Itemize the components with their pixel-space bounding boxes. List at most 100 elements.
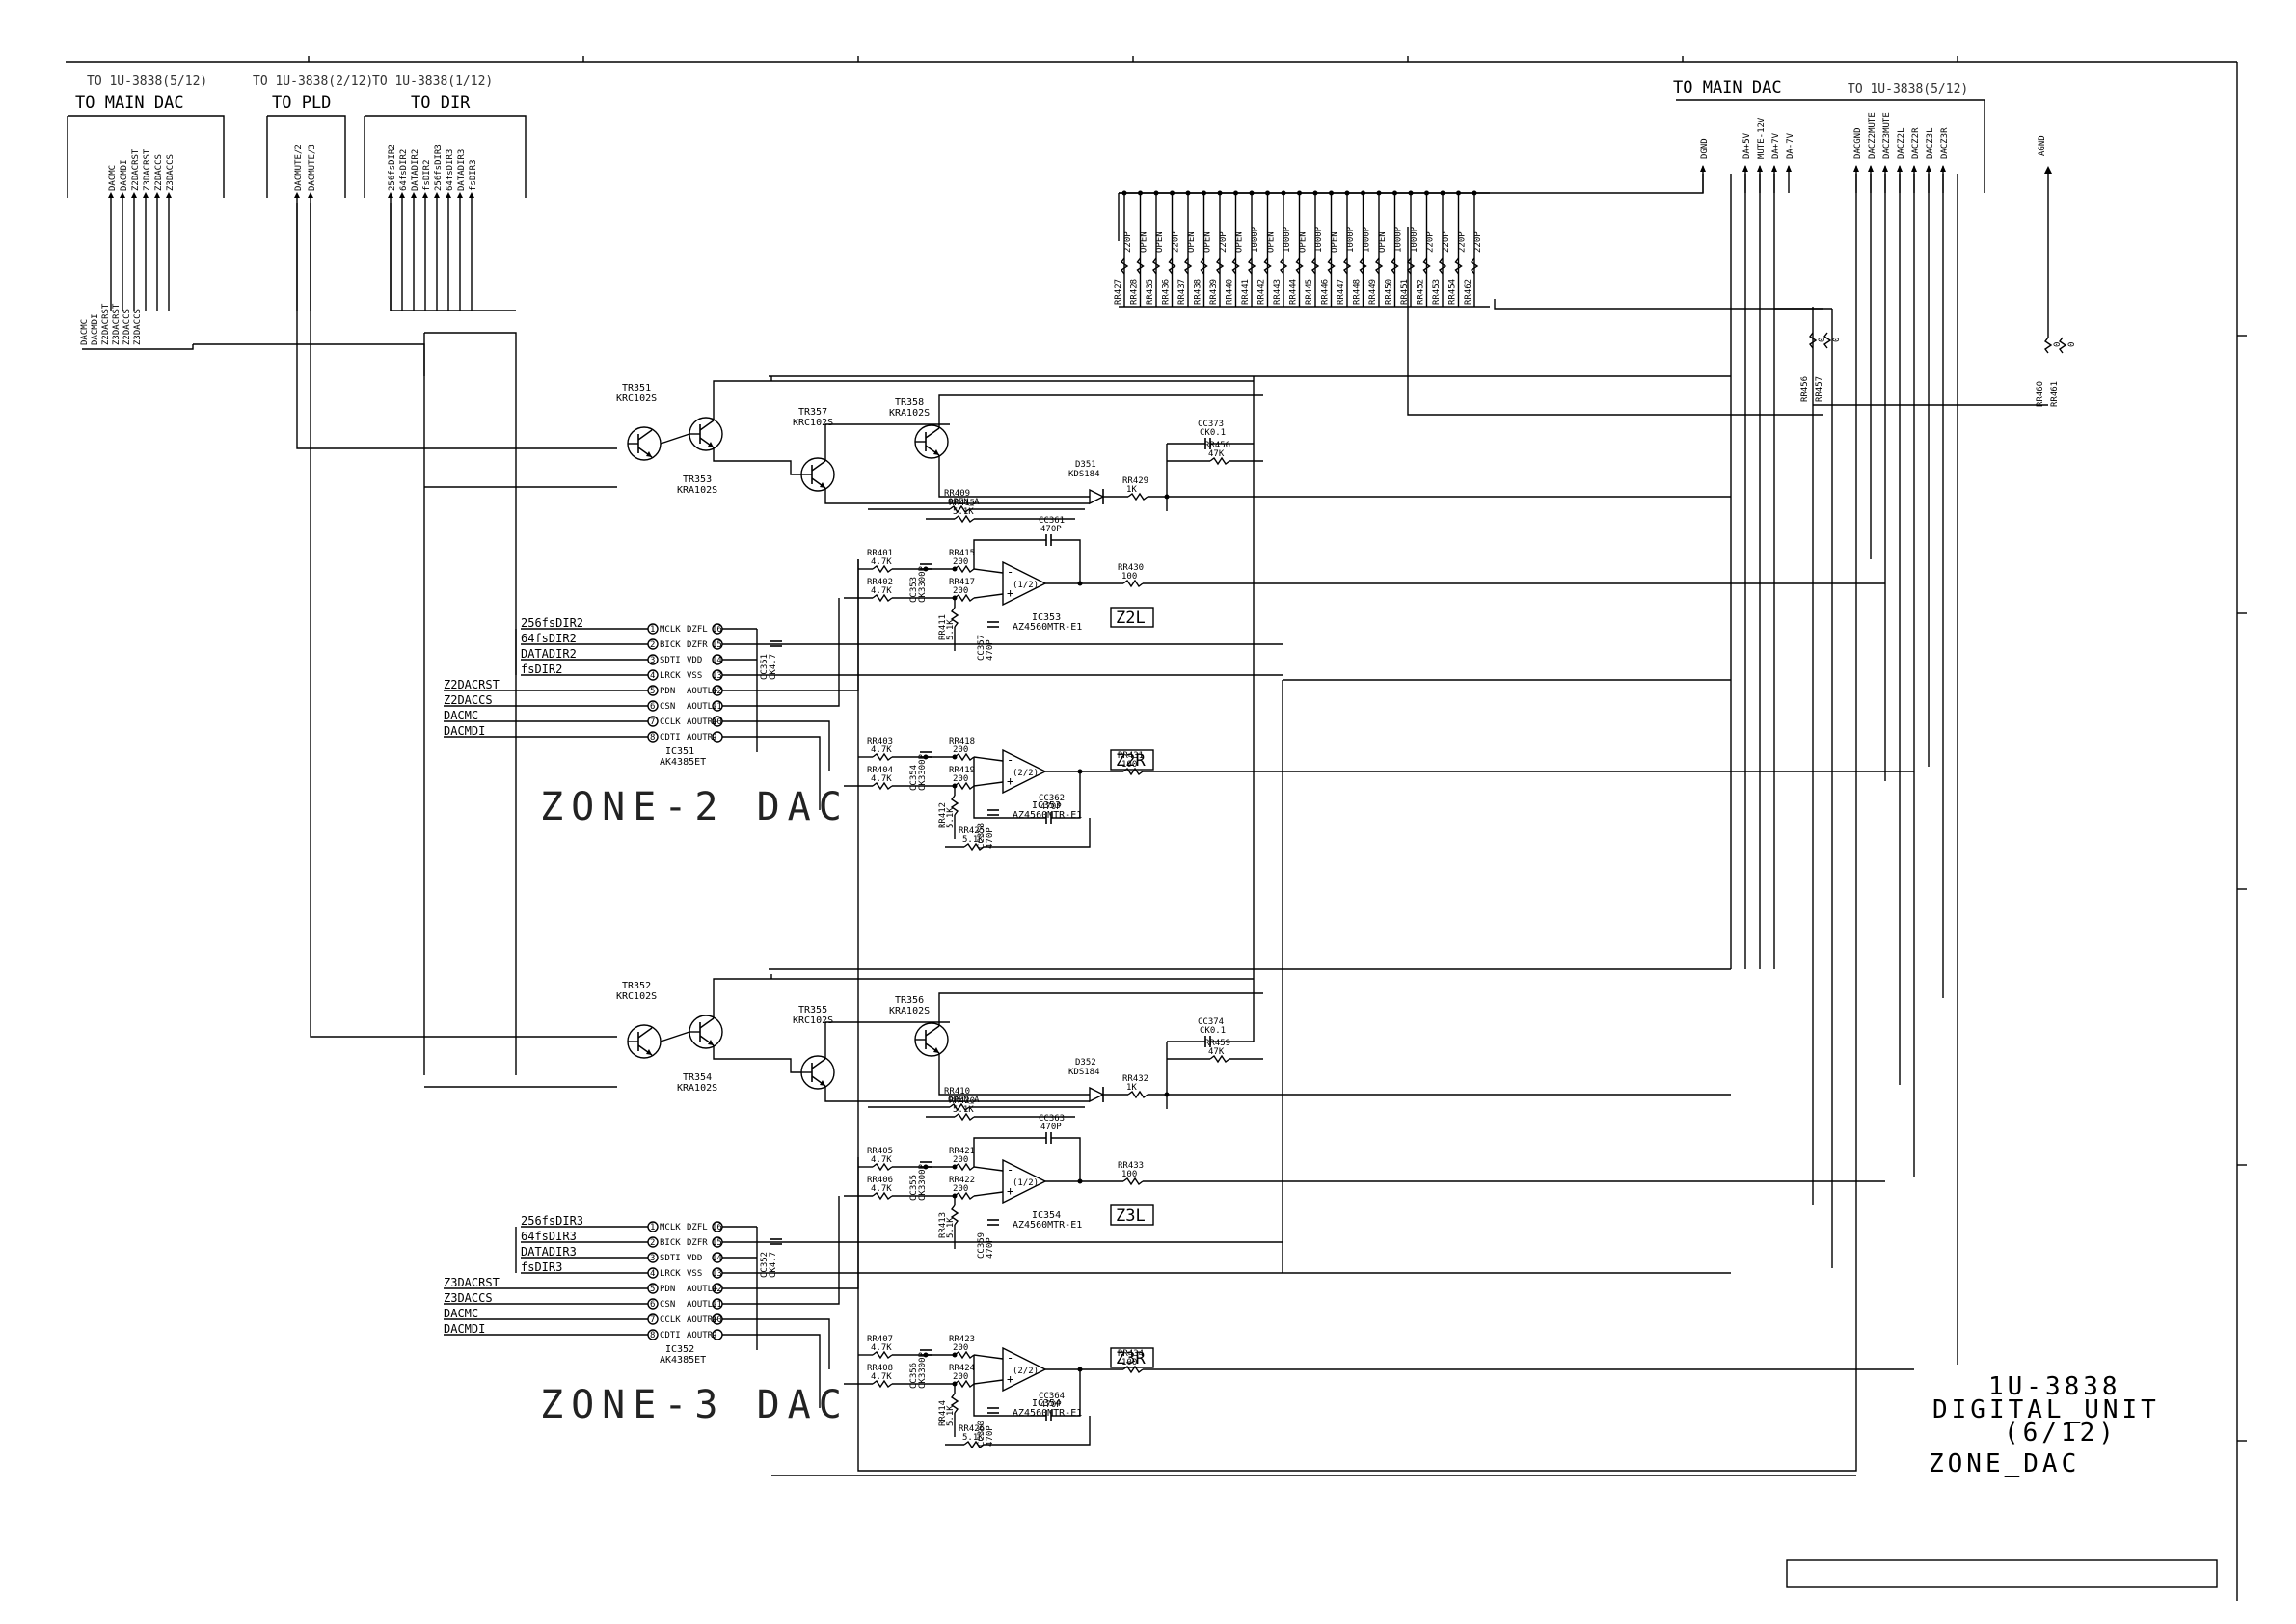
transistor-type: KRC102S <box>616 991 657 1002</box>
resistor-value: 0 <box>1818 338 1827 342</box>
passive-value: 1000P <box>1314 226 1324 253</box>
resistor-ref: RR456 <box>1204 441 1230 450</box>
header-title: TO DIR <box>411 94 471 113</box>
zone-2-dac: TR351KRC102STR353KRA102STR357KRC102STR35… <box>444 376 1914 852</box>
passive-value: 1000P <box>1394 226 1404 253</box>
pin-number: 8 <box>650 733 655 743</box>
wire <box>824 488 1090 504</box>
passive-ref: RR435 <box>1146 279 1155 305</box>
opamp-unit: (1/2) <box>1013 581 1039 590</box>
capacitor-ref: CC362 <box>1039 794 1065 803</box>
dac-input-label: fsDIR2 <box>521 663 562 676</box>
capacitor-value: CK4.7 <box>769 1252 778 1278</box>
resistor-value: 5.1K <box>946 1405 956 1426</box>
passive-ref: RR427 <box>1114 279 1123 305</box>
header-signal-label: Z3DACCS <box>166 154 176 191</box>
opamp-type: AZ4560MTR-E1 <box>1013 1408 1082 1419</box>
pin-name: DZFR <box>687 640 708 650</box>
capacitor-ref: CC357 <box>977 635 986 661</box>
pin-name: AOUTL- <box>687 702 718 712</box>
passive-ref: RR447 <box>1337 279 1346 305</box>
capacitor-ref: CC360 <box>977 1421 986 1447</box>
opamp: -+(2/2) <box>1002 1346 1047 1393</box>
channel-badge <box>1110 749 1154 771</box>
passive-ref: RR445 <box>1305 279 1314 305</box>
passive-symbol <box>1168 257 1176 275</box>
resistor-value: 4.7K <box>871 1372 892 1382</box>
passive-ref: RR436 <box>1162 279 1172 305</box>
dac-input-label: Z3DACRST <box>444 1276 500 1289</box>
pin-name: MCLK <box>660 625 681 635</box>
pin-name: AOUTL+ <box>687 687 718 696</box>
wire <box>824 1021 950 1059</box>
wire <box>82 344 194 350</box>
dac-input-label: 64fsDIR2 <box>521 632 577 645</box>
passive-value: 220P <box>1458 231 1468 253</box>
pin-name: MCLK <box>660 1223 681 1232</box>
header-title: TO PLD <box>272 94 331 113</box>
pin-name: DZFL <box>687 625 708 635</box>
dac-input-label: 256fsDIR2 <box>521 616 583 630</box>
resistor-value: OPEN_A <box>948 1096 980 1105</box>
channel-badge-label: Z2R <box>1116 751 1146 771</box>
resistor-value: 100 <box>1121 1170 1137 1179</box>
dac-input-label: Z2DACRST <box>444 678 500 691</box>
pin-name: VSS <box>687 671 702 681</box>
pin-name: AOUTR- <box>687 1331 718 1340</box>
dac-input-label: DACMDI <box>444 1322 485 1336</box>
opamp-unit: (2/2) <box>1013 1367 1039 1376</box>
channel-badge-label: Z2L <box>1116 609 1146 628</box>
passive-symbol <box>1120 257 1129 275</box>
pin-number: 3 <box>650 656 655 665</box>
dac-type: AK4385ET <box>660 1355 706 1366</box>
transistor-ref: TR357 <box>798 407 827 418</box>
wire <box>984 818 1091 848</box>
pin-name: SDTI <box>660 656 681 665</box>
junction <box>952 566 958 572</box>
title-line4: ZONE_DAC <box>1929 1449 2080 1478</box>
junction <box>1077 1367 1083 1372</box>
header-signal-label: DATADIR2 <box>411 149 420 191</box>
resistor-ref: RR403 <box>867 737 893 746</box>
right-header-signal: MUTE-12V <box>1757 117 1767 159</box>
pin-name: PDN <box>660 687 675 696</box>
header-signal-label: Z2DACRST <box>131 149 141 191</box>
passive-ref: RR439 <box>1209 279 1219 305</box>
wire <box>938 992 1263 1026</box>
dac-input-label: Z2DACCS <box>444 693 493 707</box>
resistor-value: 5.1K <box>962 835 984 845</box>
pin-number: 6 <box>650 702 655 712</box>
right-header-title: TO MAIN DAC <box>1673 78 1782 97</box>
pin-number: 7 <box>650 1315 655 1325</box>
capacitor-value: CK3300P <box>918 565 928 603</box>
resistor-value: 200 <box>953 586 968 596</box>
wire <box>1051 539 1081 583</box>
passive-value: 220P <box>1473 231 1483 253</box>
resistor-ref: RR413 <box>938 1212 948 1238</box>
resistor-ref: RR423 <box>949 1335 975 1344</box>
transistor-ref: TR353 <box>683 474 712 485</box>
junction <box>952 1352 958 1358</box>
wire <box>757 1196 840 1305</box>
pin-number: 2 <box>650 640 655 650</box>
pin-name: CDTI <box>660 1331 681 1340</box>
passive-symbol <box>1359 257 1367 275</box>
resistor-value: OPEN_A <box>948 498 980 507</box>
resistor-ref: RR402 <box>867 578 893 587</box>
